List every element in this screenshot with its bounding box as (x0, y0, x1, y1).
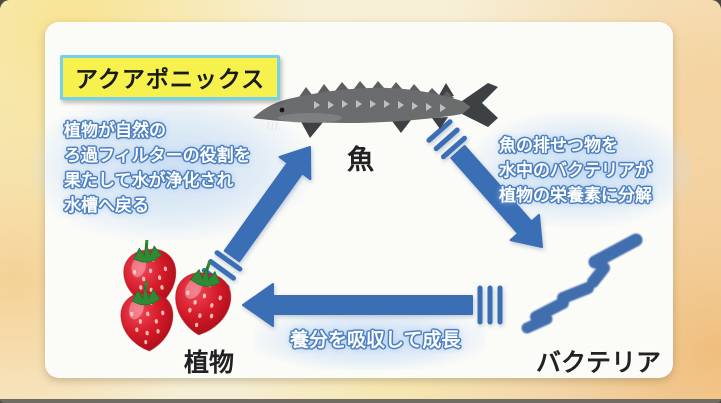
note-waste-decomposition: 魚の排せつ物を 水中のバクテリアが 植物の栄養素に分解 (499, 133, 652, 208)
note-line: 養分を吸収して成長 (290, 330, 461, 351)
bacteria-label: バクテリア (536, 349, 662, 377)
page-title: アクアポニックス (75, 66, 266, 92)
note-line: 果たして水が浄化され (64, 171, 234, 190)
note-nutrient-absorption: 養分を吸収して成長 (290, 328, 460, 353)
fish-label: 魚 (347, 145, 374, 175)
title-badge: アクアポニックス (60, 55, 281, 100)
note-water-purification: 植物が自然の ろ過フィルターの役割を 果たして水が浄化され 水槽へ戻る (64, 118, 251, 218)
note-line: 水槽へ戻る (64, 196, 149, 215)
note-line: 植物が自然の (64, 121, 166, 140)
note-line: 水中のバクテリアが (499, 161, 652, 180)
note-line: 魚の排せつ物を (499, 136, 618, 155)
plant-label: 植物 (184, 349, 235, 377)
note-line: 植物の栄養素に分解 (499, 186, 652, 205)
note-line: ろ過フィルターの役割を (64, 146, 251, 165)
